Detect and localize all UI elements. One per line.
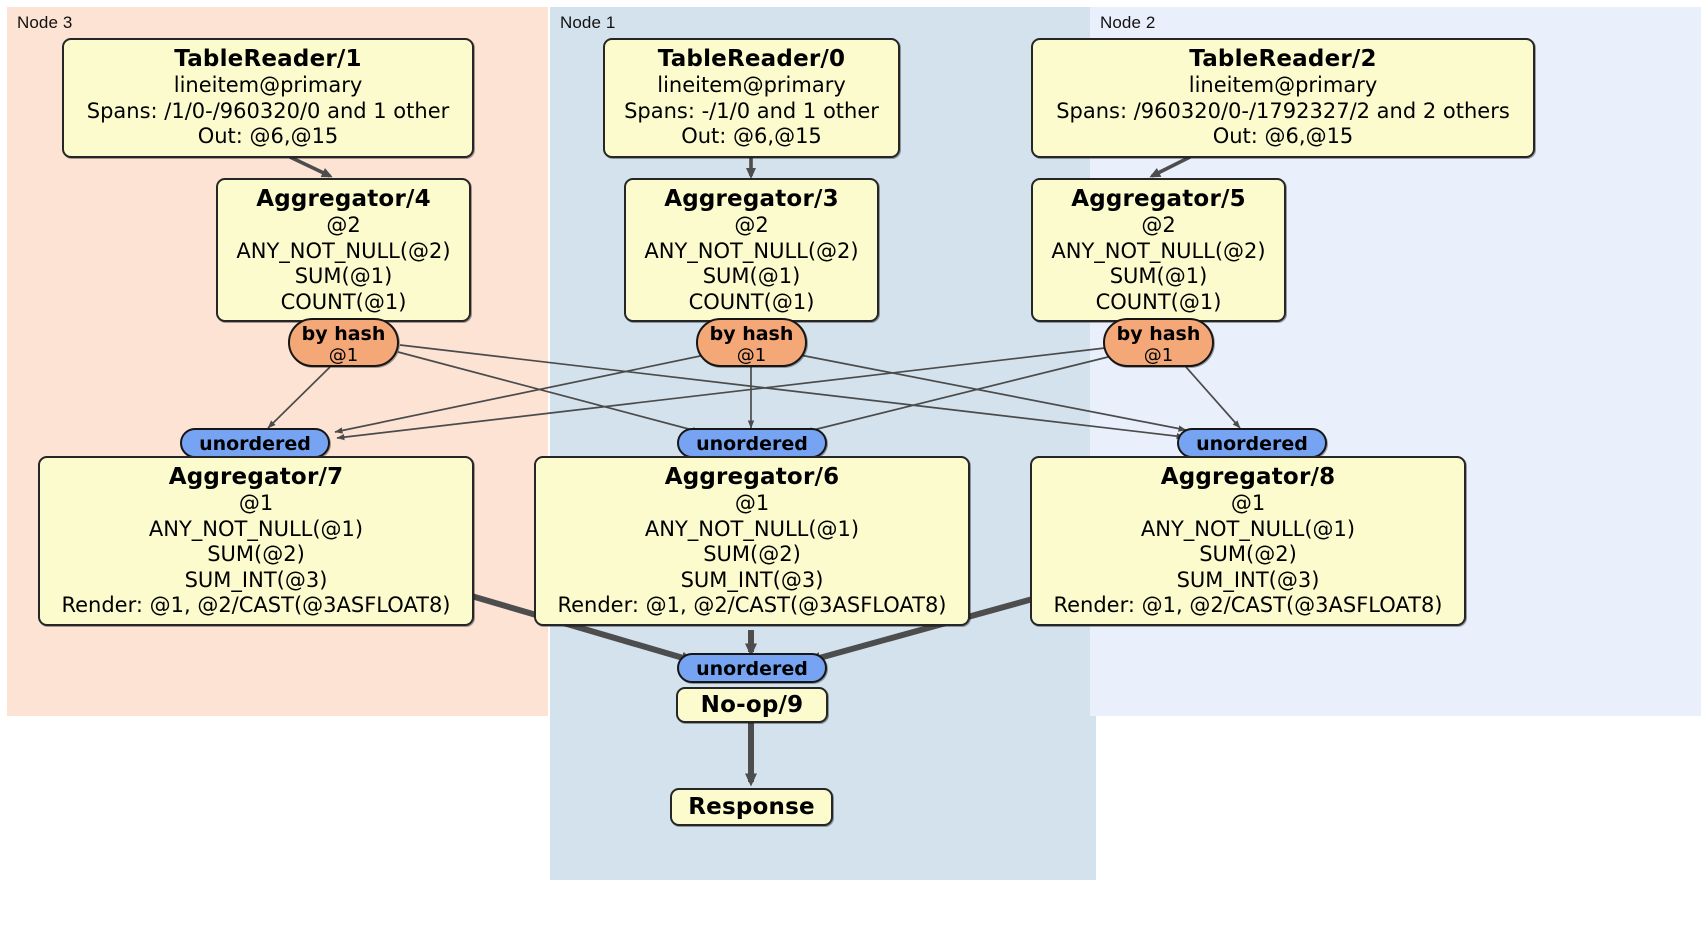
processor-detail-groupcol: @2 bbox=[326, 213, 361, 237]
router-column-label: @1 bbox=[736, 345, 767, 366]
processor-title: Aggregator/5 bbox=[1071, 186, 1246, 212]
router-label: unordered bbox=[696, 658, 808, 680]
edge-hashC-unorderedR bbox=[799, 354, 1187, 432]
processor-table-reader-1[interactable]: TableReader/1 lineitem@primary Spans: /1… bbox=[62, 38, 474, 158]
processor-aggregator-3[interactable]: Aggregator/3 @2 ANY_NOT_NULL(@2) SUM(@1)… bbox=[624, 178, 879, 322]
processor-aggregator-7[interactable]: Aggregator/7 @1 ANY_NOT_NULL(@1) SUM(@2)… bbox=[38, 456, 474, 626]
processor-title: Aggregator/4 bbox=[256, 186, 431, 212]
edge-hashR-unorderedL bbox=[336, 347, 1106, 441]
node-panel-label-node-2: Node 2 bbox=[1100, 13, 1156, 32]
router-column-label: @1 bbox=[1143, 345, 1174, 366]
processor-aggregator-5[interactable]: Aggregator/5 @2 ANY_NOT_NULL(@2) SUM(@1)… bbox=[1031, 178, 1286, 322]
processor-detail-render: Render: @1, @2/CAST(@3ASFLOAT8) bbox=[557, 593, 947, 617]
processor-title: TableReader/2 bbox=[1189, 46, 1377, 72]
router-by-hash-center[interactable]: by hash @1 bbox=[696, 318, 807, 367]
processor-aggregator-4[interactable]: Aggregator/4 @2 ANY_NOT_NULL(@2) SUM(@1)… bbox=[216, 178, 471, 322]
processor-detail-render: Render: @1, @2/CAST(@3ASFLOAT8) bbox=[1053, 593, 1443, 617]
processor-detail-groupcol: @2 bbox=[734, 213, 769, 237]
processor-detail-agg1: ANY_NOT_NULL(@2) bbox=[1051, 238, 1266, 263]
processor-response[interactable]: Response bbox=[670, 788, 833, 826]
processor-detail-agg2: SUM(@1) bbox=[1109, 264, 1208, 288]
processor-detail-agg3: COUNT(@1) bbox=[280, 289, 407, 314]
router-unordered-left[interactable]: unordered bbox=[180, 428, 330, 458]
processor-title: Aggregator/3 bbox=[664, 186, 839, 212]
processor-aggregator-8[interactable]: Aggregator/8 @1 ANY_NOT_NULL(@1) SUM(@2)… bbox=[1030, 456, 1466, 626]
edge-hashR-unorderedC bbox=[804, 356, 1109, 434]
processor-detail-agg2: SUM(@2) bbox=[703, 542, 801, 566]
processor-detail-spans: Spans: /960320/0-/1792327/2 and 2 others bbox=[1056, 98, 1510, 123]
processor-detail-table: lineitem@primary bbox=[173, 73, 363, 97]
router-label: unordered bbox=[696, 433, 808, 455]
processor-detail-agg1: ANY_NOT_NULL(@1) bbox=[148, 516, 364, 541]
router-by-hash-right[interactable]: by hash @1 bbox=[1103, 318, 1214, 367]
processor-detail-agg1: ANY_NOT_NULL(@2) bbox=[644, 238, 859, 263]
router-unordered-right[interactable]: unordered bbox=[1177, 428, 1327, 458]
router-label: unordered bbox=[199, 433, 311, 455]
edge-agg7-unorderedF bbox=[467, 592, 695, 664]
processor-title: TableReader/0 bbox=[657, 46, 846, 72]
processor-detail-agg3: COUNT(@1) bbox=[1095, 289, 1222, 314]
edge-hashL-unorderedL bbox=[267, 366, 331, 429]
router-by-hash-left[interactable]: by hash @1 bbox=[288, 318, 399, 367]
edge-tr2-agg5 bbox=[1149, 155, 1191, 178]
processor-detail-out: Out: @6,@15 bbox=[197, 124, 339, 148]
processor-detail-agg2: SUM(@2) bbox=[1199, 542, 1297, 566]
node-panel-label-node-1: Node 1 bbox=[560, 13, 616, 32]
processor-detail-groupcol: @1 bbox=[734, 491, 770, 515]
processor-detail-agg3: COUNT(@1) bbox=[688, 289, 815, 314]
processor-aggregator-6[interactable]: Aggregator/6 @1 ANY_NOT_NULL(@1) SUM(@2)… bbox=[534, 456, 970, 626]
router-unordered-final[interactable]: unordered bbox=[677, 653, 827, 683]
router-type-label: by hash bbox=[301, 323, 386, 345]
router-type-label: by hash bbox=[1116, 323, 1201, 345]
processor-title: Aggregator/7 bbox=[168, 464, 344, 490]
processor-detail-out: Out: @6,@15 bbox=[1212, 124, 1354, 148]
processor-detail-table: lineitem@primary bbox=[1188, 73, 1378, 97]
processor-detail-agg3: SUM_INT(@3) bbox=[680, 567, 824, 592]
edge-hashR-unorderedR bbox=[1185, 366, 1241, 429]
processor-no-op-9[interactable]: No-op/9 bbox=[676, 687, 828, 723]
router-type-label: by hash bbox=[709, 323, 794, 345]
processor-table-reader-0[interactable]: TableReader/0 lineitem@primary Spans: -/… bbox=[603, 38, 900, 158]
edge-tr1-agg4 bbox=[289, 155, 333, 178]
edge-hashC-unorderedL bbox=[334, 354, 706, 434]
edge-hashL-unorderedC bbox=[397, 351, 701, 434]
processor-detail-table: lineitem@primary bbox=[657, 73, 846, 97]
processor-title: Aggregator/8 bbox=[1160, 464, 1336, 490]
processor-title: Response bbox=[688, 794, 815, 820]
node-panel-label-node-3: Node 3 bbox=[17, 13, 73, 32]
processor-detail-agg1: ANY_NOT_NULL(@2) bbox=[236, 238, 451, 263]
processor-detail-agg2: SUM(@1) bbox=[294, 264, 393, 288]
processor-title: No-op/9 bbox=[700, 692, 804, 718]
processor-detail-groupcol: @1 bbox=[1230, 491, 1266, 515]
processor-detail-agg1: ANY_NOT_NULL(@1) bbox=[1140, 516, 1356, 541]
edge-agg8-unorderedF bbox=[807, 594, 1041, 664]
router-column-label: @1 bbox=[328, 345, 359, 366]
processor-detail-render: Render: @1, @2/CAST(@3ASFLOAT8) bbox=[61, 593, 451, 617]
router-unordered-center[interactable]: unordered bbox=[677, 428, 827, 458]
processor-detail-agg2: SUM(@2) bbox=[207, 542, 305, 566]
processor-detail-spans: Spans: -/1/0 and 1 other bbox=[624, 98, 879, 123]
edge-hashL-unorderedR bbox=[399, 344, 1185, 440]
processor-table-reader-2[interactable]: TableReader/2 lineitem@primary Spans: /9… bbox=[1031, 38, 1535, 158]
processor-detail-agg3: SUM_INT(@3) bbox=[1176, 567, 1320, 592]
processor-detail-agg3: SUM_INT(@3) bbox=[184, 567, 328, 592]
processor-detail-spans: Spans: /1/0-/960320/0 and 1 other bbox=[86, 98, 450, 123]
processor-detail-groupcol: @1 bbox=[238, 491, 274, 515]
processor-title: Aggregator/6 bbox=[664, 464, 840, 490]
router-label: unordered bbox=[1196, 433, 1308, 455]
processor-detail-agg1: ANY_NOT_NULL(@1) bbox=[644, 516, 860, 541]
processor-detail-groupcol: @2 bbox=[1141, 213, 1176, 237]
processor-detail-agg2: SUM(@1) bbox=[702, 264, 801, 288]
processor-title: TableReader/1 bbox=[174, 46, 362, 72]
processor-detail-out: Out: @6,@15 bbox=[681, 124, 822, 148]
